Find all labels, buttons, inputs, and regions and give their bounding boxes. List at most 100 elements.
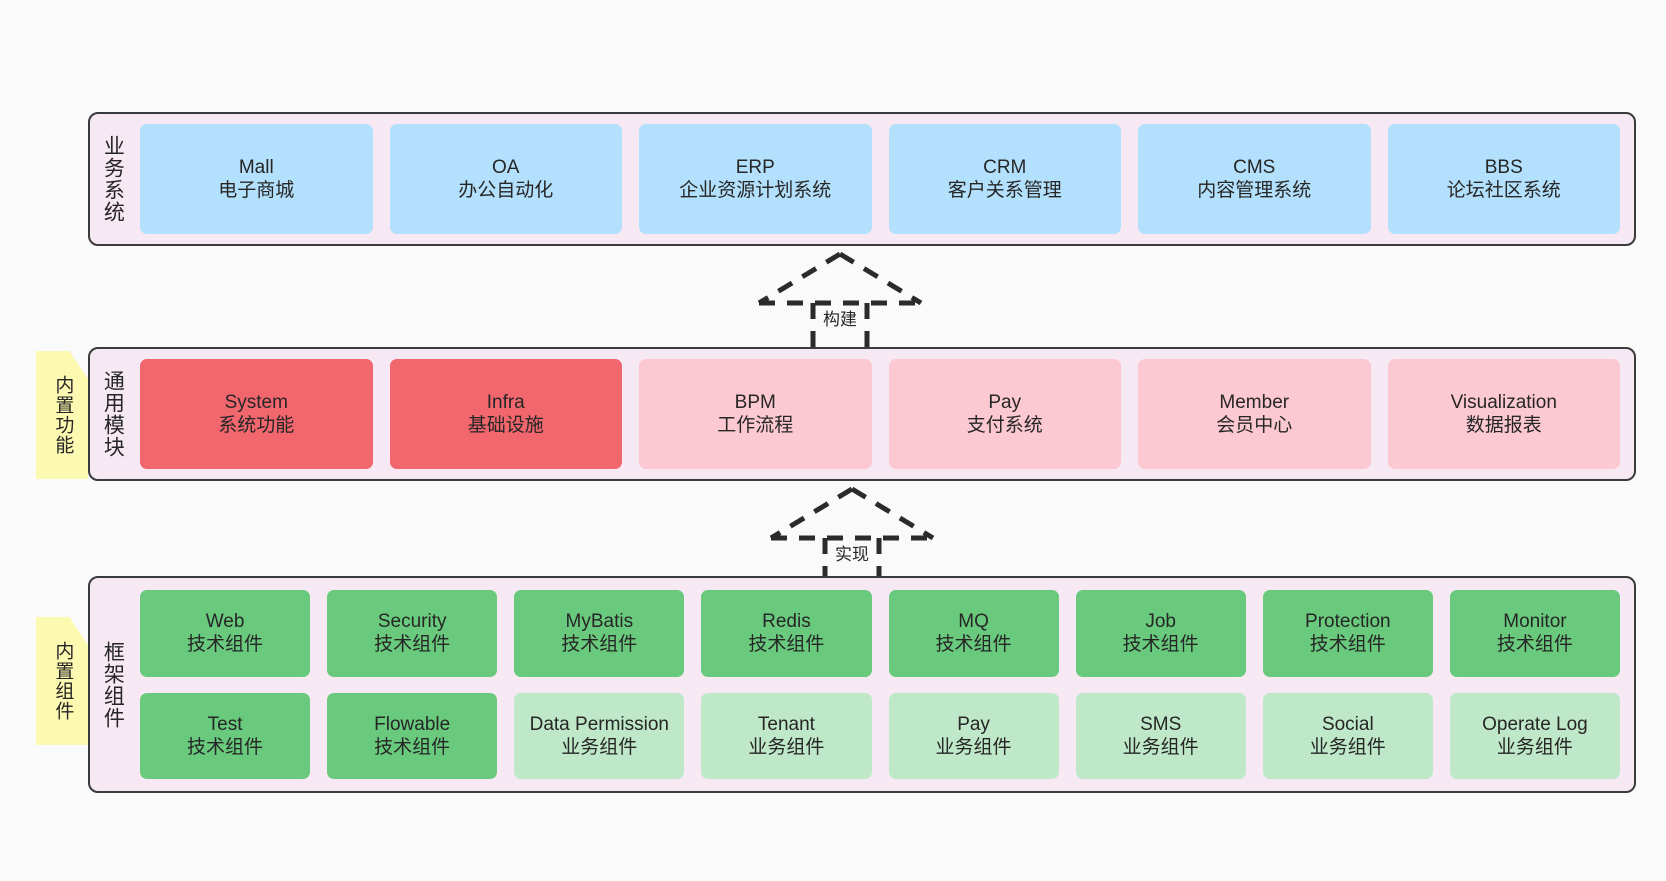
card-visualization-en: Visualization xyxy=(1450,391,1557,413)
card-pay-component[interactable]: Pay 业务组件 xyxy=(888,692,1059,779)
card-security-cn: 技术组件 xyxy=(374,634,451,656)
card-system-cn: 系统功能 xyxy=(218,415,295,436)
card-security-en: Security xyxy=(377,611,447,633)
card-redis[interactable]: Redis 技术组件 xyxy=(701,590,872,677)
card-erp-cn: 企业资源计划系统 xyxy=(679,180,832,201)
card-system-en: System xyxy=(224,391,288,413)
card-crm-cn: 客户关系管理 xyxy=(947,180,1062,201)
card-operate-log-en: Operate Log xyxy=(1482,713,1588,735)
card-web[interactable]: Web 技术组件 xyxy=(140,590,311,677)
card-system[interactable]: System 系统功能 xyxy=(140,359,373,469)
card-crm-en: CRM xyxy=(983,156,1027,178)
card-job-cn: 技术组件 xyxy=(1122,634,1199,656)
arrow-build-icon xyxy=(757,251,923,355)
card-flowable-en: Flowable xyxy=(374,713,451,735)
card-tenant-en: Tenant xyxy=(757,713,815,735)
card-sms[interactable]: SMS 业务组件 xyxy=(1075,692,1246,779)
card-mq-cn: 技术组件 xyxy=(935,634,1012,656)
card-bpm[interactable]: BPM 工作流程 xyxy=(639,359,872,469)
card-crm[interactable]: CRM 客户关系管理 xyxy=(888,124,1121,234)
layer-framework-components: 框架组件 Web 技术组件 Security 技术组件 MyBatis 技术组件… xyxy=(88,576,1636,793)
framework-biz-row: Test 技术组件 Flowable 技术组件 Data Permission … xyxy=(140,692,1620,779)
card-bpm-cn: 工作流程 xyxy=(717,415,794,436)
card-monitor[interactable]: Monitor 技术组件 xyxy=(1449,590,1620,677)
card-mq[interactable]: MQ 技术组件 xyxy=(888,590,1059,677)
layer-business-systems-body: Mall 电子商城 OA 办公自动化 ERP 企业资源计划系统 CRM 客户关系… xyxy=(134,114,1634,244)
note-builtin-components: 内置组件 xyxy=(36,617,88,745)
card-infra-en: Infra xyxy=(486,391,525,413)
note-fold-corner-icon xyxy=(69,617,88,636)
layer-business-systems: 业务系统 Mall 电子商城 OA 办公自动化 ERP 企业资源计划系统 CRM… xyxy=(88,112,1636,246)
card-web-cn: 技术组件 xyxy=(187,634,264,656)
card-security[interactable]: Security 技术组件 xyxy=(327,590,498,677)
card-bbs-cn: 论坛社区系统 xyxy=(1446,180,1561,201)
card-data-permission-en: Data Permission xyxy=(529,713,669,735)
card-oa[interactable]: OA 办公自动化 xyxy=(389,124,622,234)
card-operate-log[interactable]: Operate Log 业务组件 xyxy=(1449,692,1620,779)
card-infra[interactable]: Infra 基础设施 xyxy=(389,359,622,469)
card-member-cn: 会员中心 xyxy=(1216,415,1293,436)
card-pay-module-cn: 支付系统 xyxy=(966,415,1043,436)
card-sms-cn: 业务组件 xyxy=(1122,736,1199,758)
card-web-en: Web xyxy=(205,611,245,633)
card-data-permission[interactable]: Data Permission 业务组件 xyxy=(514,692,685,779)
card-member[interactable]: Member 会员中心 xyxy=(1138,359,1371,469)
card-social-en: Social xyxy=(1321,713,1374,735)
card-tenant[interactable]: Tenant 业务组件 xyxy=(701,692,872,779)
card-pay-module-en: Pay xyxy=(988,391,1022,413)
card-pay-module[interactable]: Pay 支付系统 xyxy=(888,359,1121,469)
card-test[interactable]: Test 技术组件 xyxy=(140,692,311,779)
card-data-permission-cn: 业务组件 xyxy=(561,736,638,758)
card-mybatis[interactable]: MyBatis 技术组件 xyxy=(514,590,685,677)
card-operate-log-cn: 业务组件 xyxy=(1496,736,1573,758)
common-modules-row: System 系统功能 Infra 基础设施 BPM 工作流程 Pay 支付系统… xyxy=(140,359,1620,469)
card-mall-en: Mall xyxy=(238,156,274,178)
card-mq-en: MQ xyxy=(958,611,989,633)
card-monitor-cn: 技术组件 xyxy=(1496,634,1573,656)
card-protection[interactable]: Protection 技术组件 xyxy=(1262,590,1433,677)
card-bpm-en: BPM xyxy=(734,391,776,413)
card-bbs-en: BBS xyxy=(1484,156,1523,178)
arrow-realize-label: 实现 xyxy=(835,545,869,564)
card-erp[interactable]: ERP 企业资源计划系统 xyxy=(639,124,872,234)
card-erp-en: ERP xyxy=(735,156,775,178)
layer-common-modules: 通用模块 System 系统功能 Infra 基础设施 BPM 工作流程 Pay… xyxy=(88,347,1636,481)
card-flowable-cn: 技术组件 xyxy=(374,736,451,758)
framework-tech-row: Web 技术组件 Security 技术组件 MyBatis 技术组件 Redi… xyxy=(140,590,1620,677)
card-pay-component-cn: 业务组件 xyxy=(935,736,1012,758)
note-fold-corner-icon xyxy=(69,351,88,370)
card-mall-cn: 电子商城 xyxy=(218,180,295,201)
layer-common-modules-title: 通用模块 xyxy=(101,370,125,458)
card-oa-en: OA xyxy=(492,156,520,178)
layer-business-systems-title: 业务系统 xyxy=(101,135,125,223)
card-cms[interactable]: CMS 内容管理系统 xyxy=(1138,124,1371,234)
card-visualization[interactable]: Visualization 数据报表 xyxy=(1387,359,1620,469)
card-flowable[interactable]: Flowable 技术组件 xyxy=(327,692,498,779)
note-builtin-components-label: 内置组件 xyxy=(52,641,74,721)
card-tenant-cn: 业务组件 xyxy=(748,736,825,758)
card-cms-en: CMS xyxy=(1233,156,1276,178)
card-redis-en: Redis xyxy=(762,611,811,633)
arrow-build: 构建 xyxy=(745,248,935,358)
card-protection-cn: 技术组件 xyxy=(1309,634,1386,656)
card-monitor-en: Monitor xyxy=(1503,611,1567,633)
card-bbs[interactable]: BBS 论坛社区系统 xyxy=(1387,124,1620,234)
layer-common-modules-body: System 系统功能 Infra 基础设施 BPM 工作流程 Pay 支付系统… xyxy=(134,349,1634,479)
card-social[interactable]: Social 业务组件 xyxy=(1262,692,1433,779)
card-sms-en: SMS xyxy=(1140,713,1182,735)
business-systems-row: Mall 电子商城 OA 办公自动化 ERP 企业资源计划系统 CRM 客户关系… xyxy=(140,124,1620,234)
card-mall[interactable]: Mall 电子商城 xyxy=(140,124,373,234)
card-visualization-cn: 数据报表 xyxy=(1465,415,1542,436)
layer-framework-components-title: 框架组件 xyxy=(101,640,125,729)
card-test-cn: 技术组件 xyxy=(187,736,264,758)
layer-framework-components-body: Web 技术组件 Security 技术组件 MyBatis 技术组件 Redi… xyxy=(134,578,1634,791)
note-builtin-functions-label: 内置功能 xyxy=(52,375,74,455)
card-pay-component-en: Pay xyxy=(957,713,990,735)
card-protection-en: Protection xyxy=(1305,611,1391,633)
card-cms-cn: 内容管理系统 xyxy=(1197,180,1312,201)
card-job-en: Job xyxy=(1145,611,1176,633)
card-job[interactable]: Job 技术组件 xyxy=(1075,590,1246,677)
card-oa-cn: 办公自动化 xyxy=(458,180,554,201)
card-infra-cn: 基础设施 xyxy=(467,415,544,436)
